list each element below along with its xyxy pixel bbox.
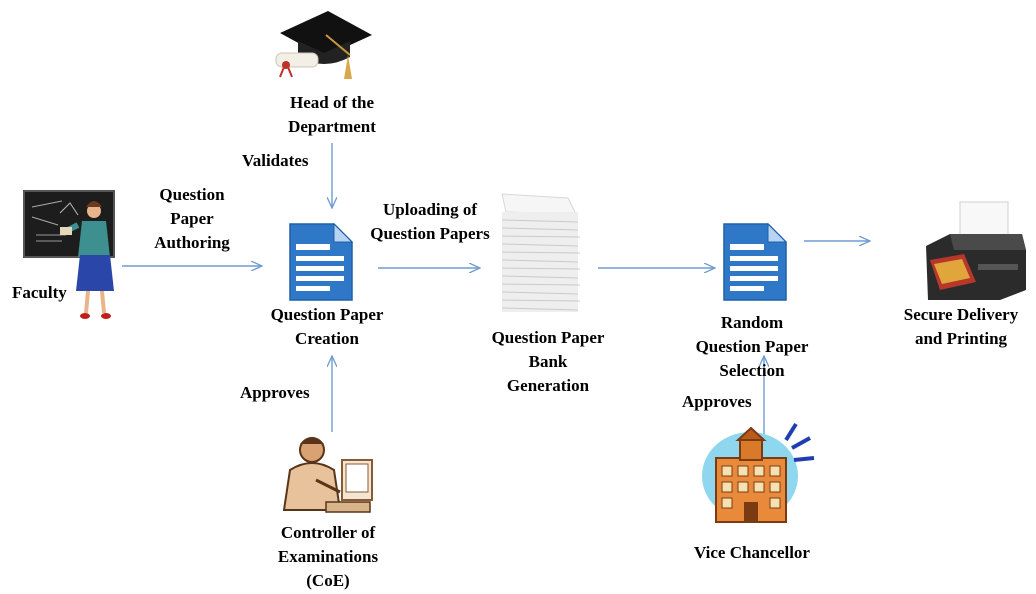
- document-icon: [723, 222, 788, 301]
- person-at-computer-icon: [282, 437, 373, 513]
- qp-bank-label: Question Paper Bank Generation: [491, 328, 605, 395]
- document-icon: [289, 222, 354, 301]
- random-selection-label: Random Question Paper Selection: [695, 313, 809, 380]
- validates-label: Validates: [242, 151, 309, 170]
- vice-chancellor-label: Vice Chancellor: [694, 543, 810, 562]
- uploading-label: Uploading of Question Papers: [370, 200, 490, 243]
- qp-creation-label: Question Paper Creation: [270, 305, 384, 348]
- coe-label: Controller of Examinations (CoE): [277, 523, 379, 590]
- approves-coe-label: Approves: [240, 383, 310, 402]
- teacher-at-blackboard-icon: [23, 190, 115, 319]
- hod-label: Head of the Department: [288, 93, 376, 136]
- printer-icon: [926, 201, 1026, 300]
- graduation-cap-diploma-icon: [275, 11, 372, 79]
- faculty-label: Faculty: [12, 283, 67, 302]
- secure-delivery-label: Secure Delivery and Printing: [903, 305, 1019, 348]
- university-building-icon: [702, 422, 815, 523]
- authoring-label: Question Paper Authoring: [154, 185, 230, 252]
- paper-stack-icon: [501, 193, 581, 312]
- approves-vc-label: Approves: [682, 392, 752, 411]
